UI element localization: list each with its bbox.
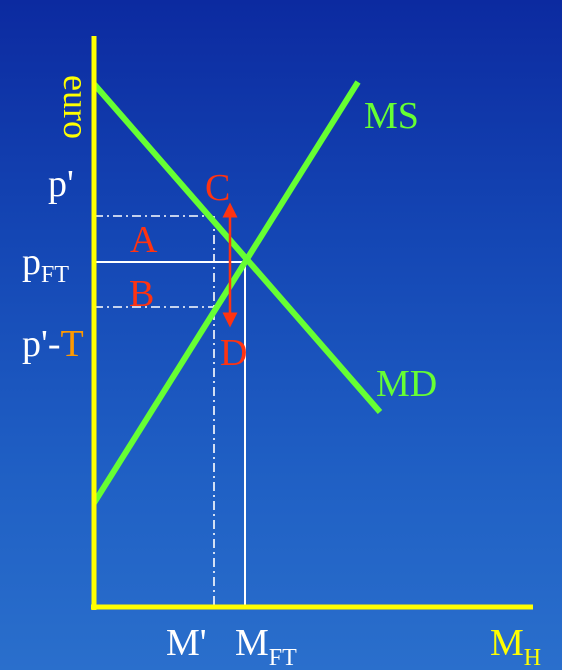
p-ft-label: pFT — [22, 241, 69, 288]
md-label: MD — [376, 363, 437, 405]
area-b-label: B — [129, 273, 154, 315]
p-prime-label: p' — [48, 163, 74, 205]
m-prime-label: M' — [166, 622, 207, 664]
p-minus-t-label-t: T — [61, 323, 84, 365]
p-ft-label-main: p — [22, 241, 41, 283]
p-minus-t-label-main: p'- — [22, 323, 61, 365]
m-ft-label-main: M — [235, 622, 269, 664]
x-axis-label-sub: H — [524, 645, 541, 670]
y-axis-label: euro — [56, 75, 96, 139]
area-a-label: A — [130, 219, 158, 261]
ms-label: MS — [364, 95, 419, 137]
x-axis-label: MH — [490, 622, 541, 670]
p-minus-t-label: p'-T — [22, 323, 84, 365]
p-ft-label-sub: FT — [41, 262, 69, 288]
m-ft-label: MFT — [235, 622, 297, 670]
x-axis-label-main: M — [490, 622, 524, 664]
point-c-label: C — [205, 167, 230, 209]
m-ft-label-sub: FT — [269, 645, 297, 670]
point-d-label: D — [220, 332, 247, 374]
